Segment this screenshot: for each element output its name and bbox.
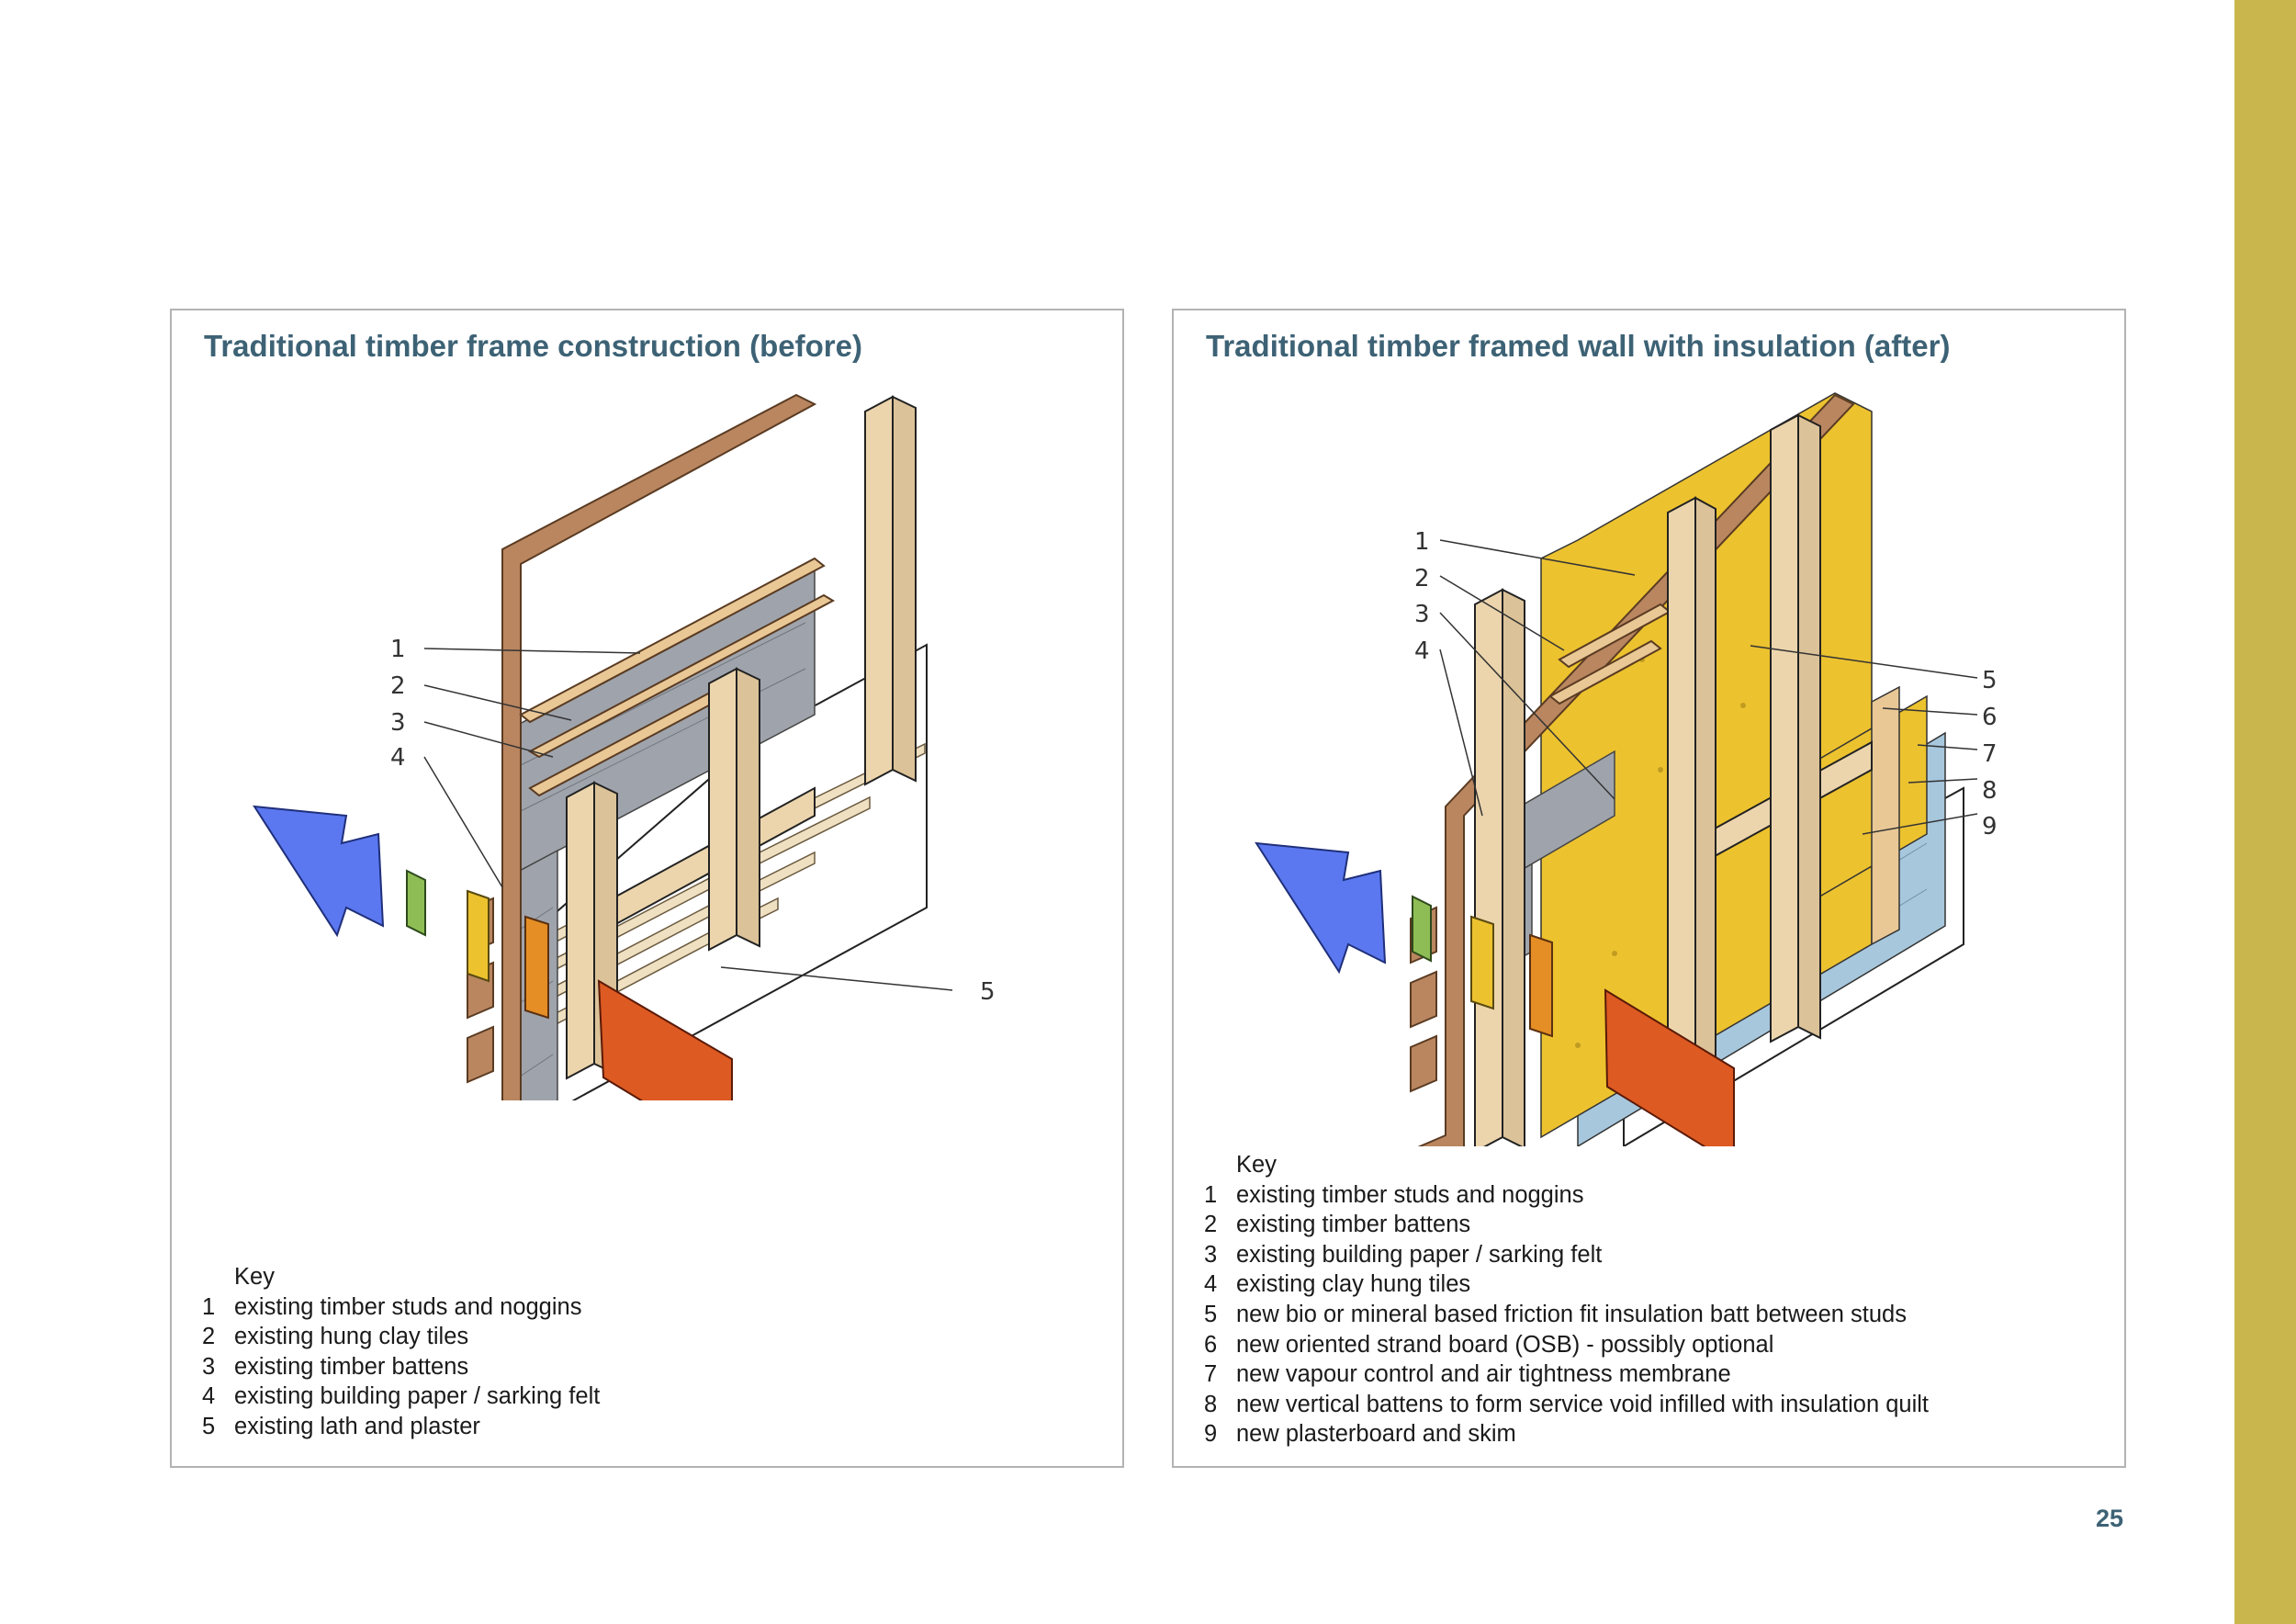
key-row: 8 new vertical battens to form service vo… bbox=[1204, 1390, 1929, 1420]
key-number: 4 bbox=[1204, 1271, 1218, 1298]
key-row: 4 existing clay hung tiles bbox=[1204, 1269, 1929, 1300]
callout-3: 3 bbox=[1414, 601, 1430, 628]
callout-6: 6 bbox=[1982, 704, 1998, 731]
yellow-swatch bbox=[1470, 915, 1494, 1010]
osb-board bbox=[1871, 685, 1900, 946]
key-row: 2 existing timber battens bbox=[1204, 1210, 1929, 1240]
key-row: 7 new vapour control and air tightness me… bbox=[1204, 1359, 1929, 1390]
key-text: existing clay hung tiles bbox=[1236, 1271, 1471, 1298]
after-key: Key 1 existing timber studs and noggins 2… bbox=[1204, 1150, 1929, 1449]
key-number: 9 bbox=[1204, 1421, 1218, 1448]
page-number: 25 bbox=[2096, 1505, 2124, 1532]
key-number: 2 bbox=[202, 1324, 216, 1350]
key-row: 5 existing lath and plaster bbox=[202, 1412, 600, 1442]
key-text: new vapour control and air tightness mem… bbox=[1236, 1361, 1731, 1388]
key-number: 6 bbox=[1204, 1331, 1218, 1358]
key-text: new plasterboard and skim bbox=[1236, 1421, 1516, 1448]
callout-1: 1 bbox=[1414, 528, 1430, 556]
callout-5: 5 bbox=[980, 978, 996, 1006]
heat-loss-arrow bbox=[253, 805, 385, 938]
key-row: 3 existing timber battens bbox=[202, 1352, 600, 1382]
key-number: 8 bbox=[1204, 1391, 1218, 1417]
key-number: 1 bbox=[1204, 1181, 1218, 1208]
key-text: new bio or mineral based friction fit in… bbox=[1236, 1301, 1907, 1327]
callout-2: 2 bbox=[390, 672, 406, 700]
key-number: 3 bbox=[202, 1353, 216, 1380]
callout-7: 7 bbox=[1982, 740, 1998, 768]
key-row: 4 existing building paper / sarking felt bbox=[202, 1382, 600, 1412]
key-row: 1 existing timber studs and noggins bbox=[1204, 1180, 1929, 1211]
callout-4: 4 bbox=[390, 744, 406, 772]
callout-8: 8 bbox=[1982, 777, 1998, 805]
key-text: new oriented strand board (OSB) - possib… bbox=[1236, 1331, 1774, 1358]
callout-9: 9 bbox=[1982, 813, 1998, 840]
key-row: 3 existing building paper / sarking felt bbox=[1204, 1240, 1929, 1270]
before-panel: Traditional timber frame construction (b… bbox=[170, 309, 1124, 1468]
key-text: existing timber studs and noggins bbox=[1236, 1181, 1584, 1208]
red-swatch bbox=[597, 979, 733, 1100]
green-swatch bbox=[406, 869, 426, 937]
timber-battens bbox=[519, 557, 836, 797]
callout-2: 2 bbox=[1414, 565, 1430, 592]
before-wall-diagram: 1 2 3 4 5 bbox=[253, 393, 996, 1100]
after-wall-diagram: 1 2 3 4 5 6 7 8 9 bbox=[1255, 392, 1998, 1146]
before-panel-title: Traditional timber frame construction (b… bbox=[204, 329, 862, 363]
after-panel: Traditional timber framed wall with insu… bbox=[1172, 309, 2126, 1468]
callout-3: 3 bbox=[390, 709, 406, 737]
orange-swatch bbox=[524, 915, 549, 1020]
orange-swatch bbox=[1529, 933, 1553, 1038]
timber-studs bbox=[1474, 413, 1821, 1146]
callout-1: 1 bbox=[390, 636, 406, 663]
key-text: existing hung clay tiles bbox=[234, 1324, 469, 1350]
key-number: 3 bbox=[1204, 1241, 1218, 1268]
yellow-swatch bbox=[467, 889, 490, 983]
key-row: 9 new plasterboard and skim bbox=[1204, 1419, 1929, 1449]
accent-side-bar bbox=[2234, 0, 2296, 1624]
before-key: Key 1 existing timber studs and noggins 2… bbox=[202, 1262, 600, 1442]
key-text: existing lath and plaster bbox=[234, 1413, 480, 1439]
key-number: 5 bbox=[202, 1413, 216, 1439]
callout-4: 4 bbox=[1414, 637, 1430, 665]
key-number: 4 bbox=[202, 1383, 216, 1410]
key-text: existing timber battens bbox=[234, 1353, 469, 1380]
green-swatch bbox=[1412, 895, 1432, 963]
key-text: existing building paper / sarking felt bbox=[1236, 1241, 1603, 1268]
key-row: 5 new bio or mineral based friction fit i… bbox=[1204, 1300, 1929, 1330]
key-number: 1 bbox=[202, 1293, 216, 1320]
key-text: new vertical battens to form service voi… bbox=[1236, 1391, 1930, 1417]
leader-lines bbox=[1439, 539, 1978, 835]
key-number: 2 bbox=[1204, 1212, 1218, 1238]
key-number: 7 bbox=[1204, 1361, 1218, 1388]
key-text: existing timber battens bbox=[1236, 1212, 1471, 1238]
key-text: existing building paper / sarking felt bbox=[234, 1383, 601, 1410]
key-row: 2 existing hung clay tiles bbox=[202, 1322, 600, 1352]
timber-studs bbox=[566, 395, 917, 1080]
key-heading: Key bbox=[234, 1264, 275, 1290]
leader-lines bbox=[423, 648, 953, 991]
callout-5: 5 bbox=[1982, 667, 1998, 694]
key-heading: Key bbox=[1236, 1152, 1277, 1178]
heat-loss-arrow bbox=[1255, 841, 1387, 975]
key-text: existing timber studs and noggins bbox=[234, 1293, 582, 1320]
after-panel-title: Traditional timber framed wall with insu… bbox=[1206, 329, 1951, 363]
red-swatch bbox=[1604, 988, 1735, 1146]
key-row: 1 existing timber studs and noggins bbox=[202, 1292, 600, 1323]
key-number: 5 bbox=[1204, 1301, 1218, 1327]
key-row: 6 new oriented strand board (OSB) - possi… bbox=[1204, 1330, 1929, 1360]
